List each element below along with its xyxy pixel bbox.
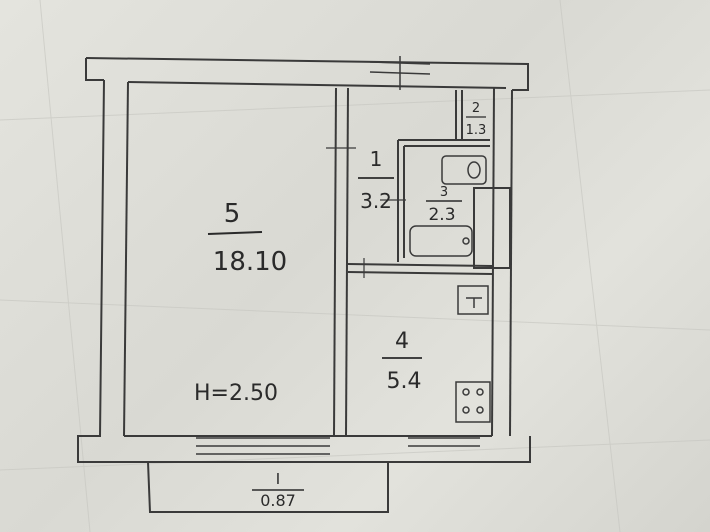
bathtub-icon: [409, 225, 473, 257]
room-2-number: 2: [472, 101, 480, 116]
room-3-number: 3: [440, 185, 448, 200]
door-ticks: [326, 147, 406, 278]
walls: [77, 57, 531, 463]
balcony-number: I: [276, 470, 280, 488]
room-1-area: 3.2: [360, 189, 392, 213]
balcony: [147, 461, 389, 513]
window-marks: [196, 56, 480, 455]
room-4-number: 4: [395, 329, 409, 354]
heater-icon: [457, 285, 489, 315]
balcony-area: 0.87: [260, 491, 296, 510]
balcony-label: I 0.87: [252, 470, 304, 510]
stove-icon: [455, 381, 491, 423]
ceiling-height: H=2.50: [194, 381, 278, 406]
room-2-label: 2 1.3: [466, 101, 487, 138]
room-3-area: 2.3: [428, 205, 455, 225]
room-5-number: 5: [224, 199, 241, 229]
room-1-number: 1: [370, 147, 383, 171]
vent-shaft: [473, 187, 511, 269]
sink-icon: [441, 155, 487, 185]
room-2-area: 1.3: [466, 123, 487, 138]
room-4-area: 5.4: [387, 369, 422, 394]
room-3-label: 3 2.3: [426, 185, 462, 225]
room-4-label: 4 5.4: [382, 329, 422, 394]
room-1-label: 1 3.2: [358, 147, 394, 213]
room-5-label: 5 18.10: [207, 199, 287, 277]
room-5-area: 18.10: [213, 247, 287, 277]
